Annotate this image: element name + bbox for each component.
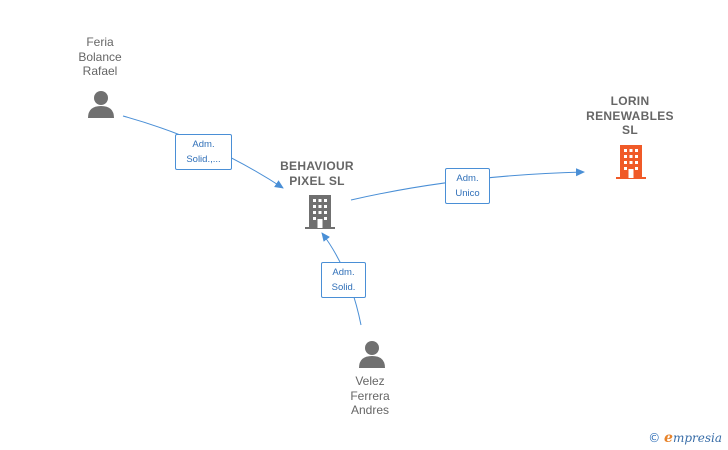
node-label-feria[interactable]: Feria Bolance Rafael [78, 35, 122, 78]
node-label-velez[interactable]: Velez Ferrera Andres [350, 374, 390, 417]
person-icon[interactable] [359, 341, 385, 368]
person-icon[interactable] [88, 91, 114, 118]
edge-label-feria-behaviour[interactable]: Adm. Solid.,... [175, 134, 232, 170]
building-icon-highlighted[interactable] [616, 145, 646, 179]
copyright-symbol: © [648, 431, 661, 445]
brand-initial: e [664, 430, 673, 446]
brand-logo: © empresia [648, 430, 722, 446]
edge-label-velez-behaviour[interactable]: Adm. Solid. [321, 262, 366, 298]
brand-text: mpresia [672, 431, 722, 445]
building-icon[interactable] [305, 195, 335, 229]
node-label-behaviour[interactable]: BEHAVIOUR PIXEL SL [280, 159, 354, 188]
edge-label-behaviour-lorin[interactable]: Adm. Unico [445, 168, 490, 204]
node-label-lorin[interactable]: LORIN RENEWABLES SL [586, 94, 674, 137]
